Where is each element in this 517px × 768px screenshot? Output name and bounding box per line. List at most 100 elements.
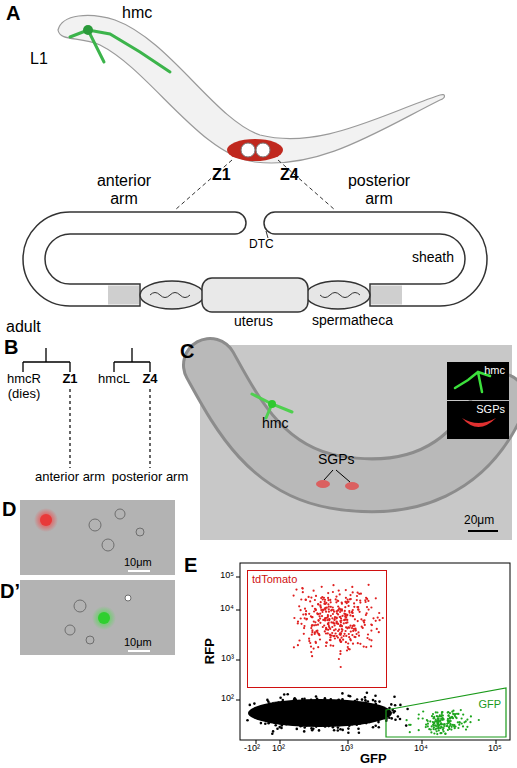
flow-event: [305, 613, 307, 615]
flow-event: [349, 625, 351, 627]
flow-event: [357, 608, 359, 610]
flow-event: [451, 716, 453, 718]
flow-event: [335, 632, 337, 634]
flow-event: [338, 590, 340, 592]
l1-worm: [58, 15, 445, 163]
flow-event: [334, 618, 336, 620]
cell-outline: [89, 519, 101, 531]
flow-event: [302, 613, 304, 615]
flow-event: [351, 706, 354, 709]
flow-event: [428, 728, 430, 730]
flow-event: [356, 606, 358, 608]
flow-event: [357, 642, 359, 644]
flow-event: [325, 709, 328, 712]
flow-event: [365, 722, 368, 725]
tick-label: 10⁴: [414, 744, 428, 754]
axis-ticks: [236, 577, 496, 744]
flow-event: [254, 716, 257, 719]
part-label: posterior arm: [338, 172, 420, 207]
flow-event: [298, 605, 300, 607]
cell-outline: [115, 509, 125, 519]
flow-event: [336, 600, 338, 602]
flow-event: [470, 715, 472, 717]
flow-event: [308, 638, 310, 640]
flow-event: [359, 722, 362, 725]
flow-event: [371, 719, 374, 722]
flow-event: [313, 707, 316, 710]
flow-event: [447, 729, 449, 731]
flow-event: [418, 729, 420, 731]
flow-event: [439, 715, 441, 717]
flow-event: [337, 729, 340, 732]
stage-label: adult: [6, 318, 41, 336]
flow-event: [316, 698, 319, 701]
flow-event: [315, 624, 317, 626]
flow-event: [373, 708, 376, 711]
flow-event: [339, 720, 342, 723]
flow-event: [286, 717, 289, 720]
germ-cell: [241, 143, 255, 157]
flow-event: [341, 603, 343, 605]
flow-event: [314, 633, 316, 635]
flow-event: [304, 705, 307, 708]
sgp-fluorescence: [345, 482, 359, 490]
flow-event: [311, 634, 313, 636]
flow-event: [360, 715, 363, 718]
flow-event: [357, 718, 360, 721]
flow-event: [341, 625, 343, 627]
flow-event: [355, 704, 358, 707]
flow-event: [260, 718, 263, 721]
flow-event: [393, 710, 396, 713]
scale-label: 10μm: [124, 556, 152, 568]
flow-event: [326, 619, 328, 621]
flow-event: [405, 724, 408, 727]
flow-event: [295, 701, 298, 704]
flow-event: [347, 711, 350, 714]
flow-event: [353, 602, 355, 604]
flow-event: [350, 705, 353, 708]
flow-event: [339, 728, 342, 731]
flow-event: [436, 730, 438, 732]
flow-event: [314, 707, 317, 710]
flow-event: [348, 627, 350, 629]
flow-event: [353, 606, 355, 608]
flow-event: [341, 629, 343, 631]
cell-image: [20, 500, 175, 575]
flow-event: [320, 607, 322, 609]
node-text: SGPs: [476, 403, 505, 415]
flow-event: [273, 722, 276, 725]
flow-event: [308, 596, 310, 598]
flow-event: [461, 722, 463, 724]
flow-event: [335, 713, 338, 716]
flow-event: [357, 717, 360, 720]
flow-event: [349, 594, 351, 596]
flow-event: [349, 716, 352, 719]
flow-event: [293, 646, 295, 648]
flow-event: [337, 613, 339, 615]
flow-event: [367, 633, 369, 635]
flow-event: [339, 653, 341, 655]
flow-event: [356, 633, 358, 635]
flow-event: [315, 630, 317, 632]
flow-event: [266, 714, 269, 717]
flow-event: [271, 732, 274, 735]
flow-event: [438, 729, 440, 731]
flow-event: [365, 646, 367, 648]
cell-outline: [125, 595, 131, 601]
flow-event: [274, 724, 277, 727]
scale-bar: [128, 650, 150, 652]
flow-event: [273, 716, 276, 719]
tick-label: 10²: [204, 694, 234, 704]
flow-event: [260, 722, 263, 725]
flow-event: [336, 635, 338, 637]
flow-event: [347, 727, 350, 730]
flow-event: [378, 612, 380, 614]
gfp-cell: [92, 606, 116, 630]
flow-event: [444, 733, 446, 735]
flow-event: [327, 616, 329, 618]
flow-event: [353, 624, 355, 626]
flow-event: [352, 591, 354, 593]
flow-event: [344, 710, 347, 713]
flow-event: [333, 629, 335, 631]
flow-event: [337, 600, 339, 602]
